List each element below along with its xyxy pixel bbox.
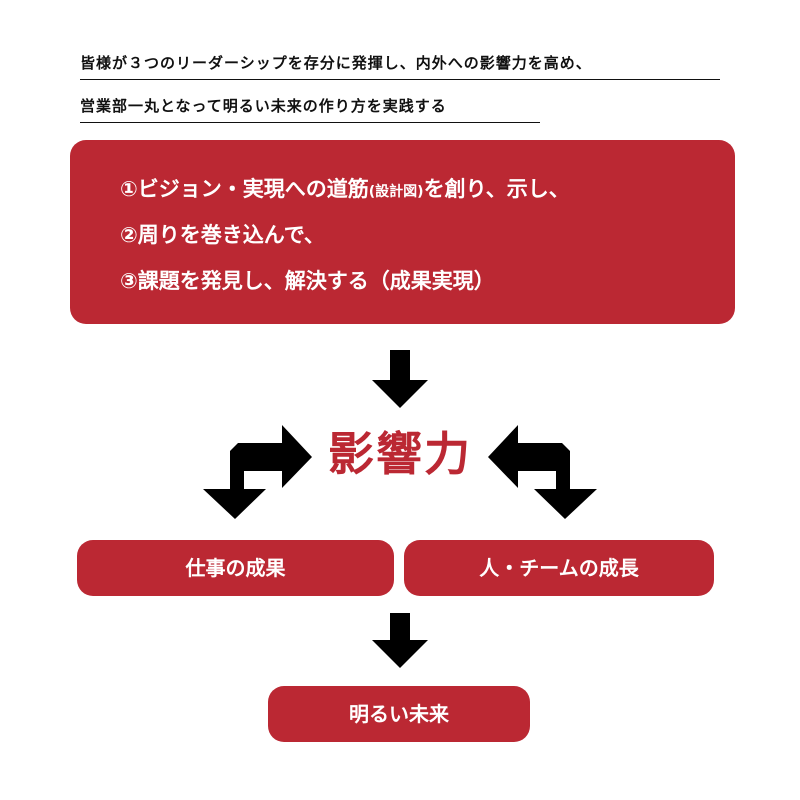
outcome-team-growth: 人・チームの成長	[404, 540, 714, 596]
leadership-step-3: ③課題を発見し、解決する（成果実現）	[120, 269, 495, 293]
header-line-2: 営業部一丸となって明るい未来の作り方を実践する	[80, 95, 540, 123]
leadership-box: ①ビジョン・実現への道筋(設計図)を創り、示し、 ②周りを巻き込んで、 ③課題を…	[70, 140, 735, 324]
step-1-main: ①ビジョン・実現への道筋	[120, 177, 369, 201]
arrow-down-to-future	[372, 613, 428, 668]
header-line-1: 皆様が３つのリーダーシップを存分に発揮し、内外への影響力を高め、	[80, 52, 720, 80]
leadership-step-2: ②周りを巻き込んで、	[120, 223, 325, 247]
impact-label: 影響力	[328, 427, 472, 481]
leadership-step-1: ①ビジョン・実現への道筋(設計図)を創り、示し、	[120, 170, 735, 216]
step-1-note: (設計図)	[368, 184, 424, 200]
arrow-impact-to-work	[203, 425, 312, 519]
header-text-1: 皆様が３つのリーダーシップを存分に発揮し、内外への影響力を高め、	[80, 52, 720, 80]
step-1-tail: を創り、示し、	[423, 177, 570, 201]
arrow-down-to-impact	[372, 350, 428, 408]
outcome-work-results: 仕事の成果	[77, 540, 394, 596]
bright-future: 明るい未来	[268, 686, 530, 742]
header-text-2: 営業部一丸となって明るい未来の作り方を実践する	[80, 95, 540, 123]
arrow-impact-to-team	[488, 425, 597, 519]
